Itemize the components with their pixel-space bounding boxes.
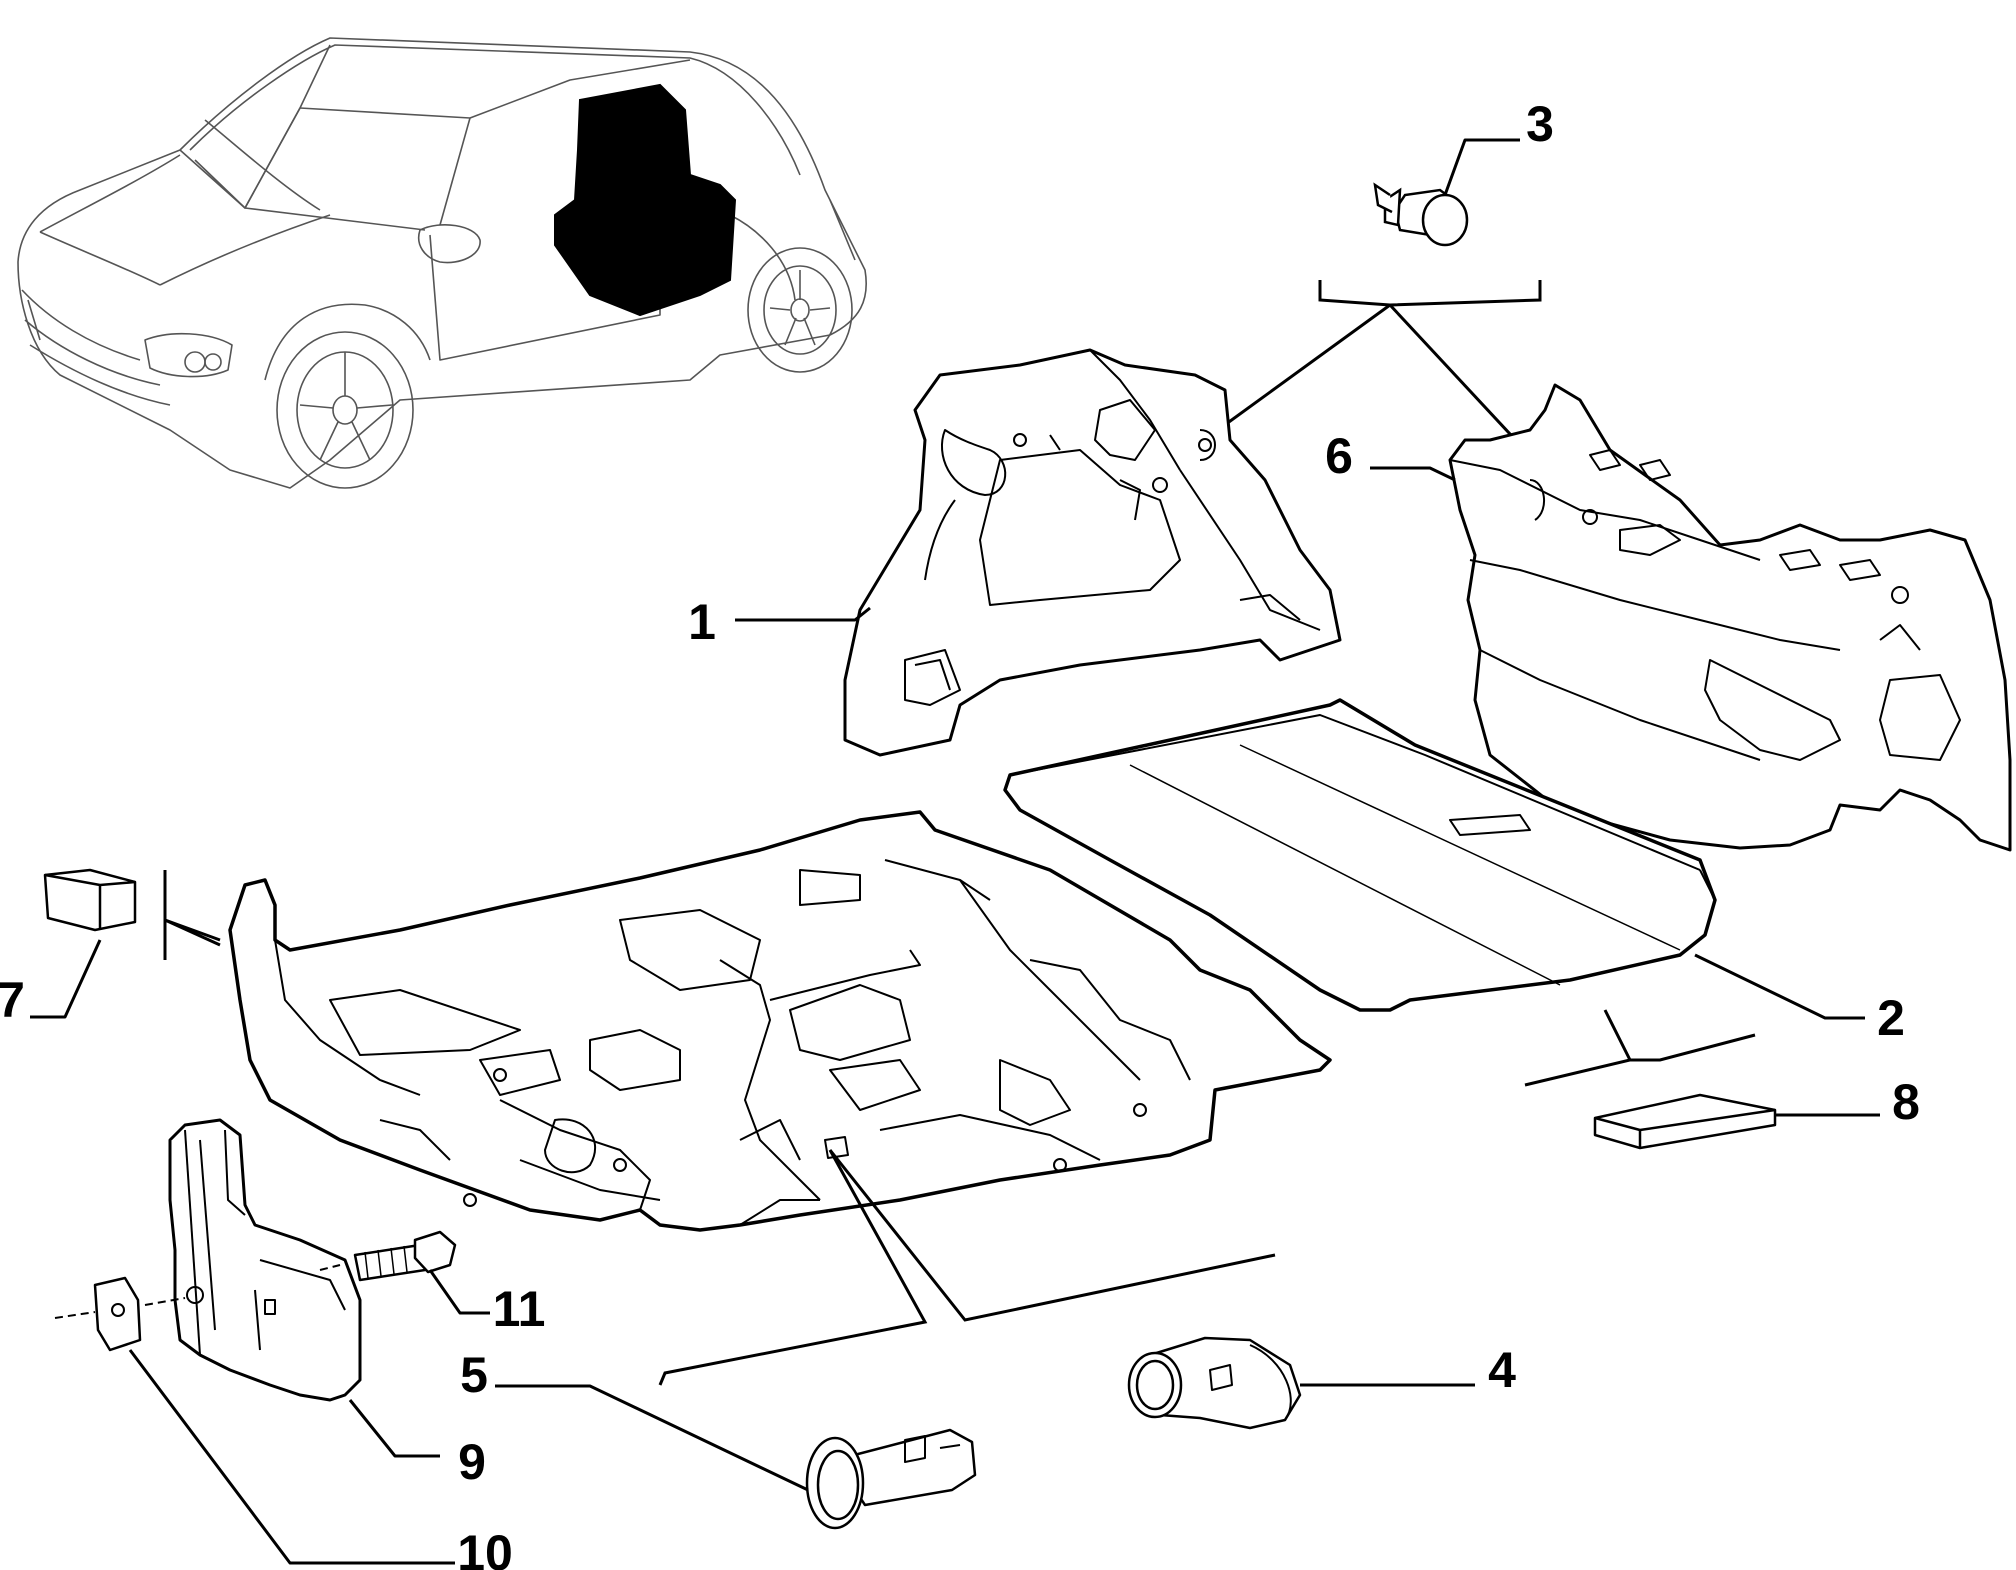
grommet-part-5 — [805, 1428, 977, 1530]
grommet-part-4 — [1127, 1336, 1302, 1430]
leader-lines — [30, 138, 1880, 1565]
car-overview — [17, 37, 867, 489]
leader-3 — [1443, 138, 1520, 196]
bracket-part-7 — [163, 870, 221, 960]
load-floor-part — [1003, 698, 1717, 1012]
push-clip-part — [1373, 182, 1469, 247]
left-side-panel-part — [843, 348, 1342, 757]
right-side-panel-part — [1448, 383, 2012, 852]
bracket-floor-bottom — [658, 1149, 1276, 1386]
callout-9: 9 — [458, 1434, 486, 1490]
callout-1: 1 — [688, 594, 716, 650]
callout-3: 3 — [1526, 96, 1554, 152]
clip-axis — [54, 1297, 186, 1319]
leader-1 — [735, 606, 871, 622]
callout-2: 2 — [1877, 990, 1905, 1046]
bolt-part-11 — [353, 1230, 457, 1282]
leader-7 — [30, 939, 102, 1019]
callout-4: 4 — [1488, 1342, 1516, 1398]
callout-8: 8 — [1892, 1074, 1920, 1130]
callout-6: 6 — [1325, 428, 1353, 484]
leader-6 — [1370, 466, 1456, 482]
pad-part-8 — [1593, 1093, 1777, 1150]
leader-2 — [1694, 953, 1865, 1020]
bolt-axis — [319, 1264, 341, 1271]
leader-5 — [495, 1384, 809, 1492]
callout-7: 7 — [0, 972, 25, 1028]
leader-10 — [128, 1349, 455, 1565]
callout-10: 10 — [457, 1525, 513, 1570]
trim-panel-part-9 — [168, 1118, 362, 1402]
interior-insulation-highlight — [554, 83, 737, 317]
leader-9 — [348, 1399, 440, 1458]
callout-11: 11 — [493, 1281, 546, 1337]
floor-carpet-part — [228, 810, 1332, 1232]
clip-nut-part-10 — [93, 1276, 142, 1352]
bracket-part-2-8 — [1524, 1009, 1756, 1087]
pad-part-7 — [43, 868, 137, 932]
leader-11 — [428, 1269, 490, 1315]
callout-labels: 1 2 3 4 5 6 7 8 9 10 11 — [0, 96, 1920, 1570]
callout-5: 5 — [460, 1347, 488, 1403]
